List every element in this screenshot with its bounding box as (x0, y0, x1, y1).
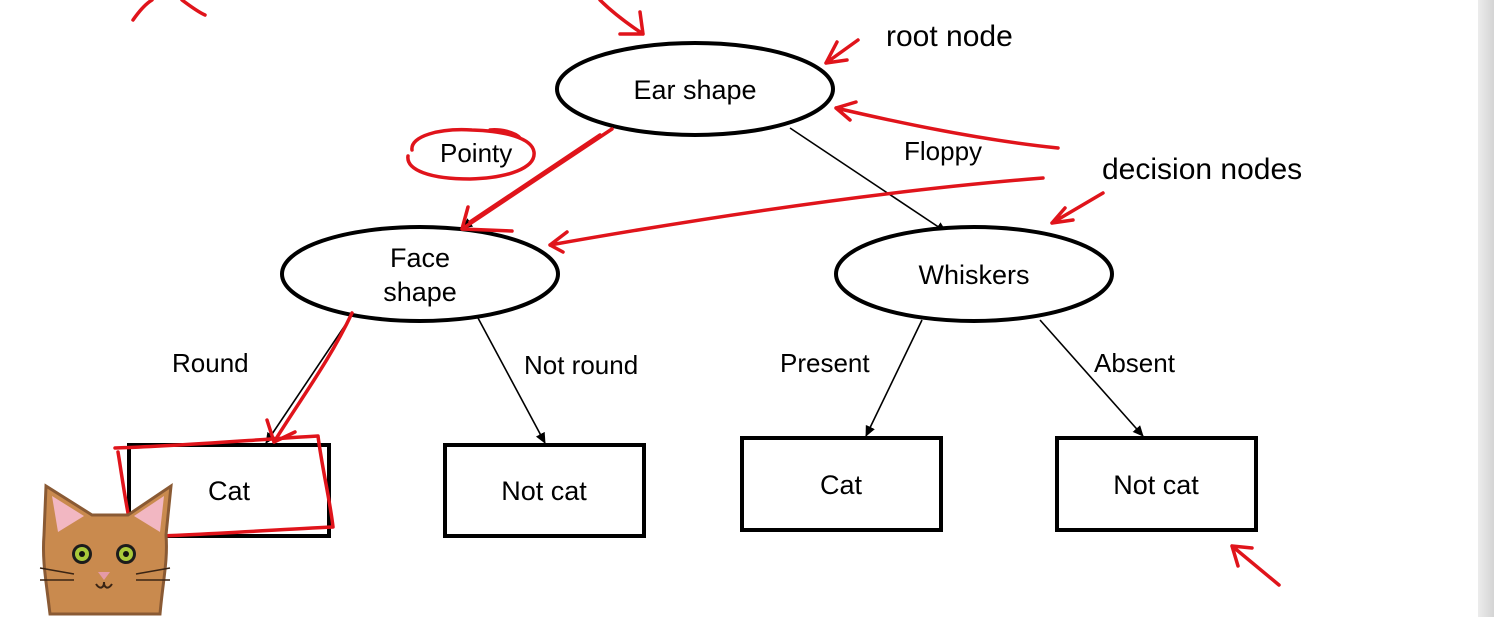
annotation-decision-nodes: decision nodes (1102, 153, 1302, 186)
leaf-node-cat-2: Cat (740, 436, 943, 532)
red-arrow-top (598, 0, 645, 36)
red-arrow-decision-to-root (834, 100, 1060, 150)
root-node: Ear shape (555, 41, 835, 137)
face-shape-ellipse (280, 225, 560, 323)
edge-label-absent: Absent (1094, 348, 1176, 378)
decision-node-face-shape: Face shape (280, 225, 560, 323)
decision-node-whiskers: Whiskers (834, 225, 1114, 323)
edge-whiskers-to-notcat (1039, 319, 1144, 437)
red-path-pointy (460, 127, 614, 233)
red-annotations (113, 0, 1281, 587)
edge-whiskers-to-cat (865, 319, 923, 437)
leaf-notcat-1-box (443, 443, 646, 538)
leaf-cat-1-label: Cat (208, 476, 251, 506)
leaf-notcat-2-label: Not cat (1113, 470, 1199, 500)
edge-label-round: Round (172, 348, 249, 378)
root-node-label: Ear shape (633, 75, 756, 105)
red-mark-topleft (131, 0, 207, 22)
whiskers-label: Whiskers (918, 260, 1029, 290)
edge-face-to-cat (265, 317, 351, 444)
edge-label-not-round: Not round (524, 350, 638, 380)
scrollbar-strip[interactable] (1478, 0, 1494, 617)
red-arrow-notcat (1230, 544, 1281, 587)
edge-label-present: Present (780, 348, 870, 378)
red-arrow-root (824, 38, 860, 65)
leaf-notcat-1-label: Not cat (501, 476, 587, 506)
face-shape-label-line2: shape (383, 277, 457, 307)
edge-face-to-notcat (477, 317, 546, 444)
annotation-root-node: root node (886, 20, 1013, 53)
leaf-cat-2-box (740, 436, 943, 532)
edge-label-pointy: Pointy (440, 138, 512, 168)
leaf-notcat-2-box (1055, 436, 1258, 532)
leaf-cat-2-label: Cat (820, 470, 863, 500)
red-arrow-decision-to-face (548, 176, 1045, 254)
edge-label-floppy: Floppy (904, 136, 982, 166)
edge-ear-to-whiskers (789, 127, 947, 233)
edge-labels: Pointy Floppy Round Not round Present Ab… (172, 136, 1176, 380)
leaf-node-not-cat-1: Not cat (443, 443, 646, 538)
red-circle-pointy (406, 127, 536, 181)
leaf-node-not-cat-2: Not cat (1055, 436, 1258, 532)
root-node-ellipse (555, 41, 835, 137)
annotation-labels: root node decision nodes (886, 20, 1302, 186)
face-shape-label-line1: Face (390, 243, 450, 273)
red-arrow-whiskers (1050, 191, 1105, 225)
whiskers-ellipse (834, 225, 1114, 323)
cat-face-icon (39, 482, 173, 616)
